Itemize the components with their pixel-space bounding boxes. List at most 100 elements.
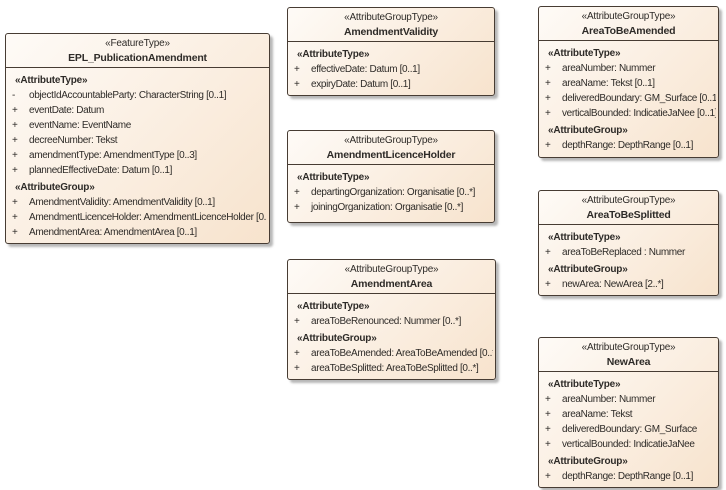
- visibility-marker: +: [294, 363, 300, 374]
- class-name: AreaToBeAmended: [581, 25, 676, 37]
- visibility-marker: +: [545, 409, 551, 420]
- attribute-row[interactable]: +eventDate: Datum: [6, 103, 267, 118]
- visibility-marker: +: [545, 140, 551, 151]
- attribute-text: expiryDate: Datum [0..1]: [311, 79, 411, 90]
- visibility-marker: +: [12, 212, 18, 223]
- visibility-marker: +: [545, 247, 551, 258]
- visibility-marker: +: [12, 227, 18, 238]
- attribute-text: areaNumber: Nummer: [562, 394, 656, 405]
- attribute-row[interactable]: + depthRange: DepthRange [0..1]: [539, 138, 716, 153]
- section-header: «AttributeType»: [297, 301, 370, 312]
- section-header: «AttributeType»: [297, 172, 370, 183]
- attribute-row[interactable]: +effectiveDate: Datum [0..1]: [288, 62, 492, 77]
- class-body: «AttributeType» +effectiveDate: Datum [0.…: [288, 42, 494, 95]
- class-header: «AttributeGroupType» AmendmentValidity: [288, 8, 494, 42]
- class-stereotype: «AttributeGroupType»: [344, 12, 438, 23]
- visibility-marker: +: [545, 279, 551, 290]
- attribute-text: eventName: EventName: [29, 120, 131, 131]
- attribute-row[interactable]: +joiningOrganization: Organisatie [0..*]: [288, 200, 492, 215]
- class-name: AreaToBeSplitted: [586, 209, 671, 221]
- visibility-marker: +: [545, 108, 551, 119]
- attribute-row[interactable]: + verticalBounded: IndicatieJaNee [0..1]: [539, 106, 716, 121]
- visibility-marker: +: [12, 197, 18, 208]
- attribute-row[interactable]: +areaName: Tekst [0..1]: [539, 76, 716, 91]
- attribute-row[interactable]: +expiryDate: Datum [0..1]: [288, 77, 492, 92]
- attribute-text: objectIdAccountableParty: CharacterStrin…: [29, 90, 227, 101]
- section-header: «AttributeGroup»: [297, 333, 377, 344]
- attribute-row[interactable]: +areaName: Tekst: [539, 407, 716, 422]
- attribute-text: depthRange: DepthRange [0..1]: [562, 471, 694, 482]
- section-header: «AttributeGroup»: [548, 264, 628, 275]
- class-stereotype: «FeatureType»: [105, 38, 170, 49]
- class-header: «FeatureType» EPL_PublicationAmendment: [6, 34, 269, 68]
- class-stereotype: «AttributeGroupType»: [344, 135, 438, 146]
- attribute-row[interactable]: + deliveredBoundary: GM_Surface: [539, 422, 716, 437]
- uml-class-amendment-area[interactable]: «AttributeGroupType» AmendmentArea «Attr…: [287, 259, 496, 380]
- class-body: «AttributeType»+areaNumber: Nummer+areaN…: [539, 372, 718, 487]
- visibility-marker: +: [545, 424, 551, 435]
- attribute-row[interactable]: + AmendmentLicenceHolder: AmendmentLicenc…: [6, 210, 267, 225]
- attribute-text: areaToBeReplaced : Nummer: [562, 247, 685, 258]
- uml-class-area-to-be-amended[interactable]: «AttributeGroupType» AreaToBeAmended «At…: [538, 6, 719, 158]
- uml-class-new-area[interactable]: «AttributeGroupType» NewArea «AttributeT…: [538, 337, 719, 488]
- class-header: «AttributeGroupType» AreaToBeSplitted: [539, 191, 718, 225]
- uml-class-epl-publication-amendment[interactable]: «FeatureType» EPL_PublicationAmendment «…: [5, 33, 270, 244]
- uml-class-area-to-be-splitted[interactable]: «AttributeGroupType» AreaToBeSplitted «A…: [538, 190, 719, 296]
- attribute-text: verticalBounded: IndicatieJaNee [0..1]: [562, 108, 716, 119]
- attribute-row[interactable]: +verticalBounded: IndicatieJaNee: [539, 437, 716, 452]
- visibility-marker: +: [545, 78, 551, 89]
- attribute-row[interactable]: +plannedEffectiveDate: Datum [0..1]: [6, 163, 267, 178]
- visibility-marker: +: [294, 316, 300, 327]
- class-header: «AttributeGroupType» AmendmentLicenceHol…: [288, 131, 494, 165]
- class-body: «AttributeType» -objectIdAccountableParty…: [6, 68, 269, 243]
- attribute-text: plannedEffectiveDate: Datum [0..1]: [29, 165, 173, 176]
- uml-class-amendment-licence-holder[interactable]: «AttributeGroupType» AmendmentLicenceHol…: [287, 130, 495, 223]
- attribute-row[interactable]: +newArea: NewArea [2..*]: [539, 277, 716, 292]
- attribute-row[interactable]: + areaToBeRenounced: Nummer [0..*]: [288, 314, 493, 329]
- attribute-text: areaToBeRenounced: Nummer [0..*]: [311, 316, 461, 327]
- attribute-text: departingOrganization: Organisatie [0..*…: [311, 187, 476, 198]
- attribute-row[interactable]: + AmendmentValidity: AmendmentValidity [0…: [6, 195, 267, 210]
- class-header: «AttributeGroupType» AreaToBeAmended: [539, 7, 718, 41]
- attribute-text: effectiveDate: Datum [0..1]: [311, 64, 420, 75]
- attribute-row[interactable]: +decreeNumber: Tekst: [6, 133, 267, 148]
- class-name: EPL_PublicationAmendment: [68, 52, 207, 64]
- class-body: «AttributeType»+departingOrganization: O…: [288, 165, 494, 218]
- attribute-row[interactable]: +departingOrganization: Organisatie [0..…: [288, 185, 492, 200]
- section-header: «AttributeType»: [297, 49, 370, 60]
- attribute-text: amendmentType: AmendmentType [0..3]: [29, 150, 197, 161]
- visibility-marker: +: [545, 471, 551, 482]
- visibility-marker: +: [545, 439, 551, 450]
- attribute-text: AmendmentValidity: AmendmentValidity [0.…: [29, 197, 215, 208]
- class-header: «AttributeGroupType» NewArea: [539, 338, 718, 372]
- attribute-text: deliveredBoundary: GM_Surface: [562, 424, 697, 435]
- attribute-row[interactable]: +areaNumber: Nummer: [539, 392, 716, 407]
- attribute-row[interactable]: -objectIdAccountableParty: CharacterStri…: [6, 88, 267, 103]
- visibility-marker: +: [294, 202, 300, 213]
- attribute-row[interactable]: +areaToBeAmended: AreaToBeAmended [0..*]: [288, 346, 493, 361]
- class-name: NewArea: [606, 356, 651, 368]
- class-name: AmendmentLicenceHolder: [326, 149, 456, 161]
- attribute-row[interactable]: +AmendmentArea: AmendmentArea [0..1]: [6, 225, 267, 240]
- attribute-row[interactable]: + areaToBeSplitted: AreaToBeSplitted [0..…: [288, 361, 493, 376]
- uml-class-amendment-validity[interactable]: «AttributeGroupType» AmendmentValidity «…: [287, 7, 495, 96]
- attribute-row[interactable]: + areaToBeReplaced : Nummer: [539, 245, 716, 260]
- class-header: «AttributeGroupType» AmendmentArea: [288, 260, 495, 294]
- attribute-text: AmendmentLicenceHolder: AmendmentLicence…: [29, 212, 267, 223]
- attribute-text: areaToBeAmended: AreaToBeAmended [0..*]: [311, 348, 493, 359]
- attribute-row[interactable]: +amendmentType: AmendmentType [0..3]: [6, 148, 267, 163]
- class-stereotype: «AttributeGroupType»: [581, 195, 676, 206]
- class-name: AmendmentArea: [350, 278, 433, 290]
- attribute-row[interactable]: +eventName: EventName: [6, 118, 267, 133]
- class-stereotype: «AttributeGroupType»: [581, 11, 676, 22]
- attribute-text: depthRange: DepthRange [0..1]: [562, 140, 694, 151]
- section-header: «AttributeType»: [15, 75, 88, 86]
- attribute-row[interactable]: +deliveredBoundary: GM_Surface [0..1]: [539, 91, 716, 106]
- attribute-row[interactable]: +areaNumber: Nummer: [539, 61, 716, 76]
- attribute-text: areaToBeSplitted: AreaToBeSplitted [0..*…: [311, 363, 479, 374]
- attribute-row[interactable]: + depthRange: DepthRange [0..1]: [539, 469, 716, 484]
- class-stereotype: «AttributeGroupType»: [344, 264, 439, 275]
- section-header: «AttributeType»: [548, 48, 621, 59]
- class-name: AmendmentValidity: [343, 26, 439, 38]
